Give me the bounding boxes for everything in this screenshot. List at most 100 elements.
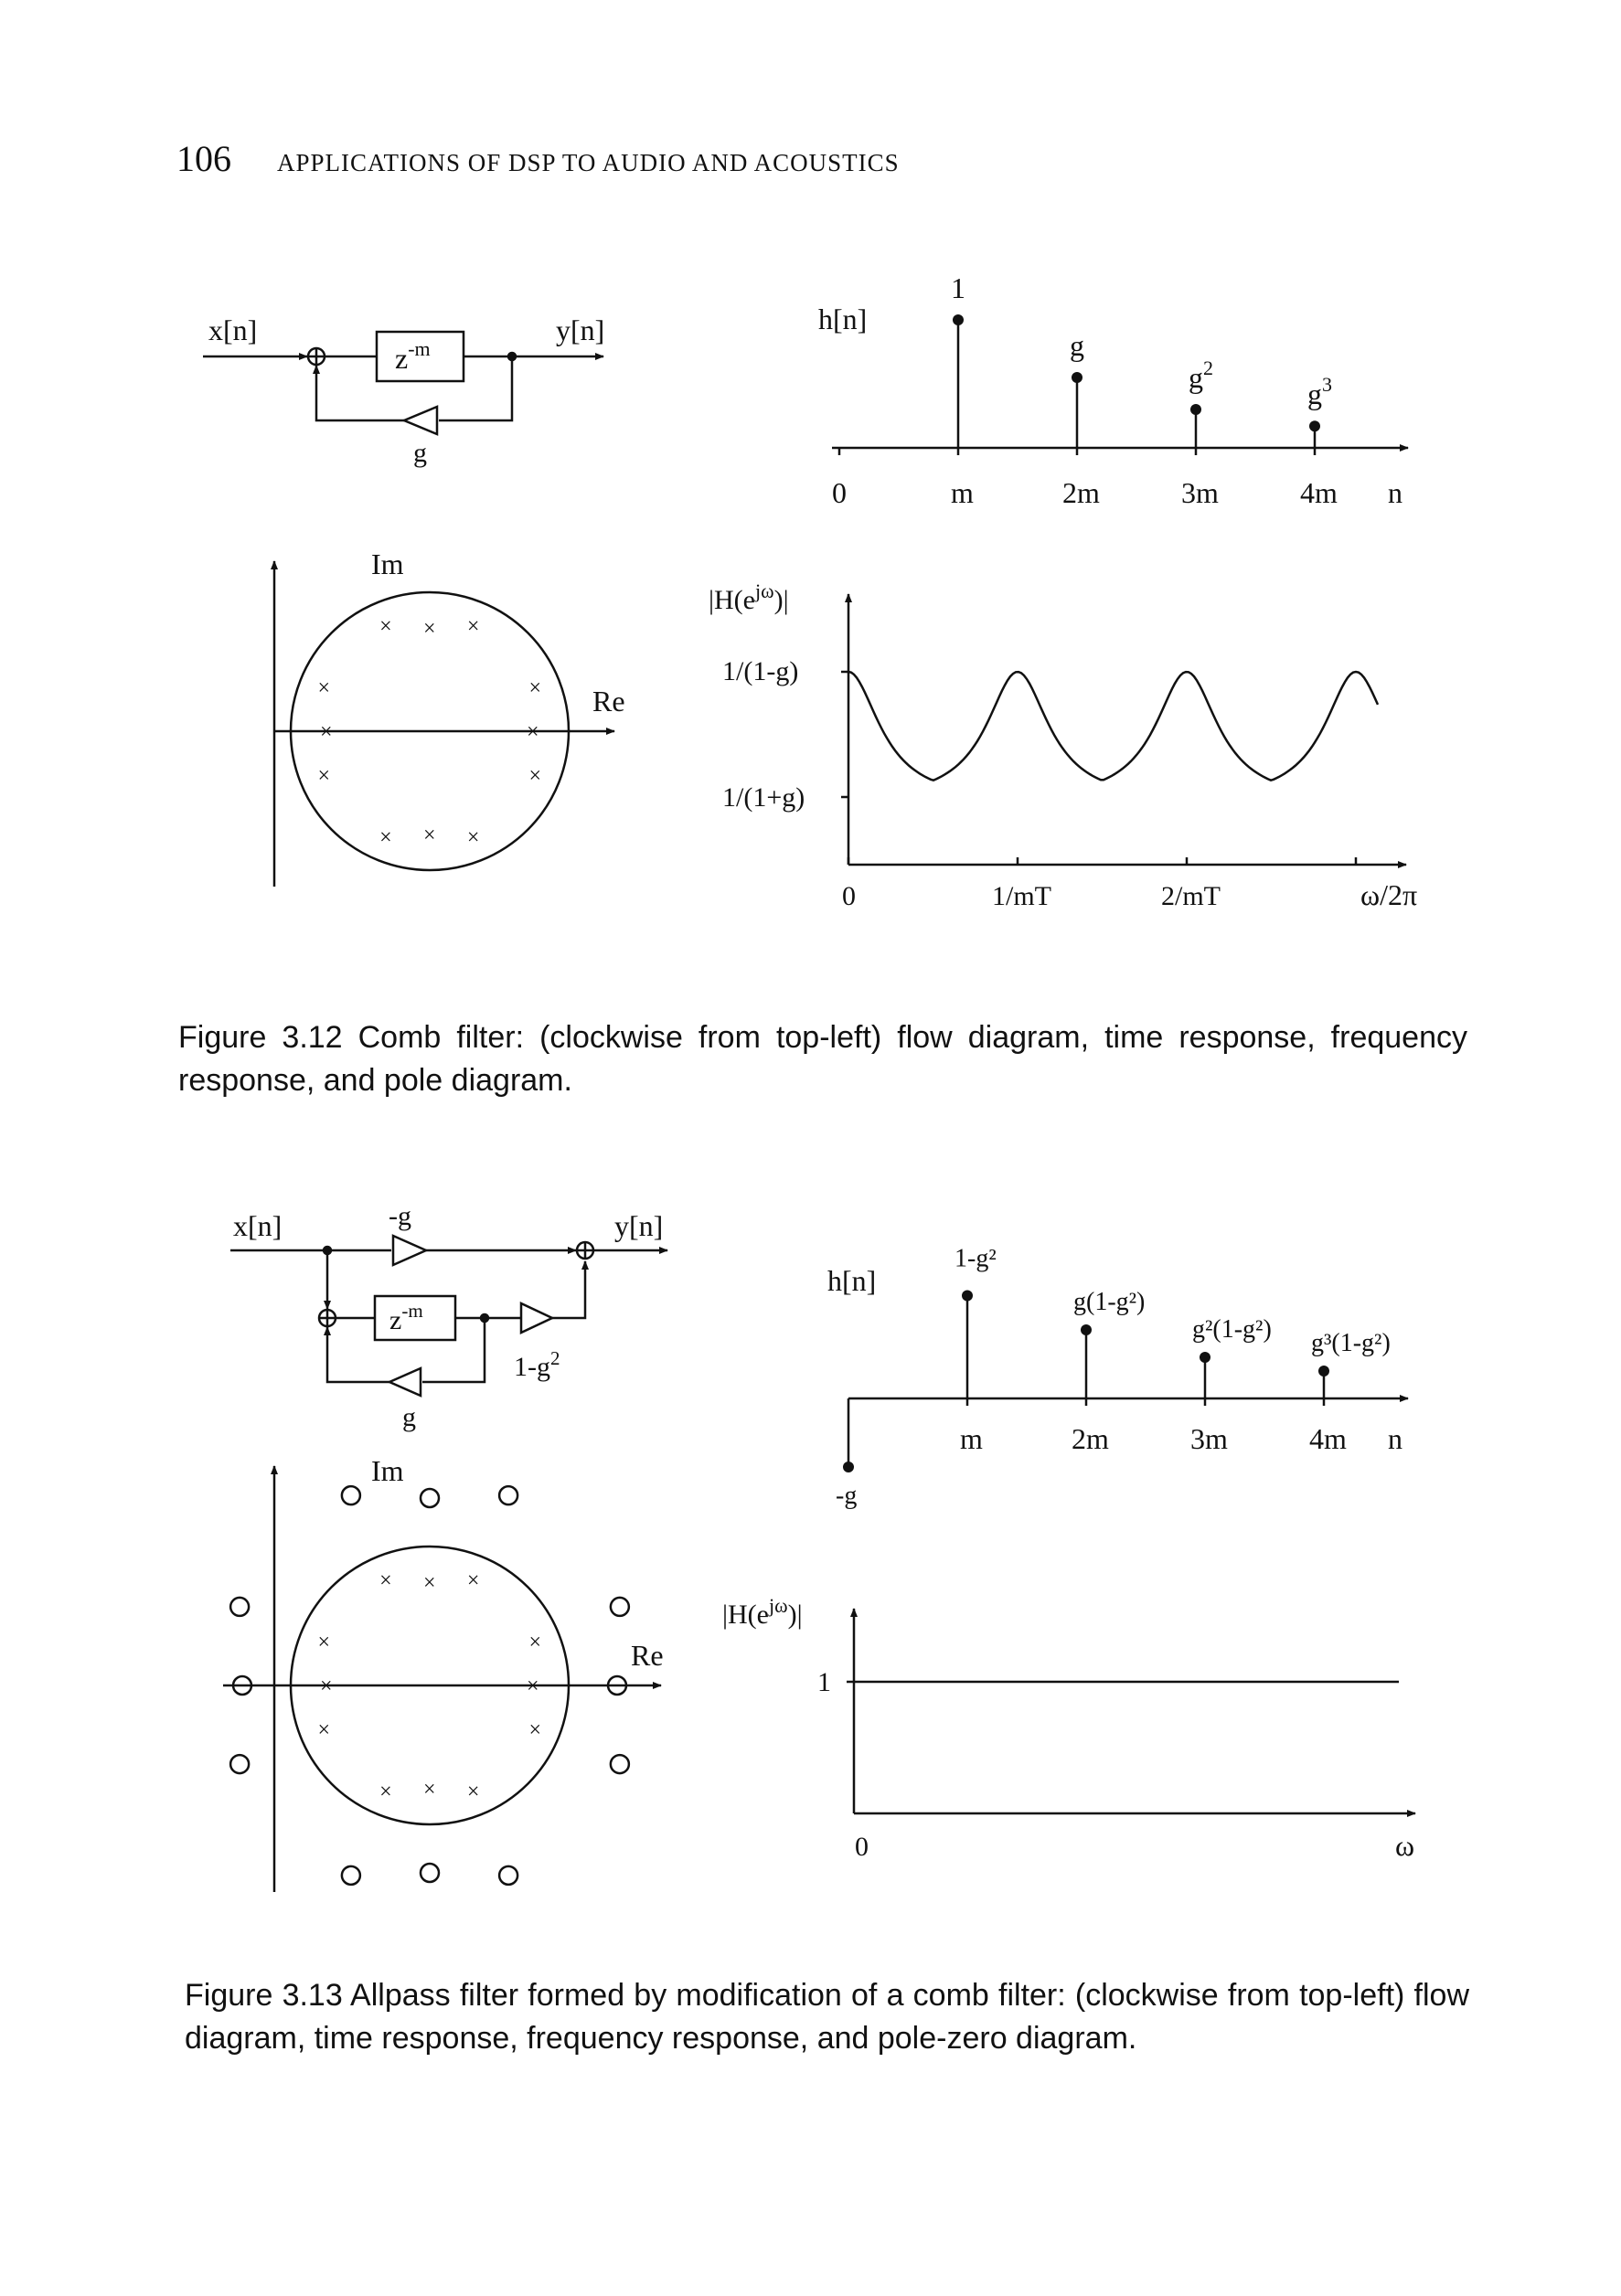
n-axis-label: n bbox=[1388, 476, 1402, 509]
pole-marker-4: × bbox=[318, 764, 331, 788]
ap-impulse-label-0: -g bbox=[836, 1482, 857, 1510]
pole-marker-3: × bbox=[318, 676, 331, 700]
ap-pole-2: × bbox=[379, 1569, 392, 1593]
ap-zero-5 bbox=[340, 1865, 362, 1887]
re-axis-label: Re bbox=[592, 685, 625, 718]
pole-marker-5: × bbox=[379, 825, 392, 849]
ap-gain2-triangle bbox=[519, 1302, 555, 1334]
ap-zero-axis-0 bbox=[606, 1674, 628, 1696]
comb-pole-diagram: Im Re ×××××××××××× bbox=[271, 547, 625, 887]
ap-zero-2 bbox=[340, 1484, 362, 1506]
ap-zero-7 bbox=[609, 1753, 631, 1775]
x-tick-3: 3m bbox=[1181, 476, 1219, 509]
flow-input-label: x[n] bbox=[208, 314, 257, 346]
ap-re-axis-label: Re bbox=[631, 1639, 664, 1672]
ap-zero-4 bbox=[229, 1753, 251, 1775]
ap-pole-axis-1: × bbox=[423, 1571, 436, 1595]
pole-marker-2: × bbox=[379, 615, 392, 639]
ytick-max: 1/(1-g) bbox=[722, 656, 798, 686]
freq-tick-2: 2/mT bbox=[1161, 881, 1221, 911]
ap-impulse-label-4: g³(1-g²) bbox=[1311, 1329, 1391, 1357]
ap-x-tick-1: 2m bbox=[1072, 1422, 1109, 1455]
gain-triangle bbox=[400, 405, 439, 436]
ap-pole-4: × bbox=[318, 1718, 331, 1742]
impulse-tip-2 bbox=[1190, 404, 1201, 415]
ap-zero-axis-1 bbox=[419, 1487, 441, 1509]
ap-pole-axis-0: × bbox=[527, 1674, 539, 1698]
impulse-label-3: g3 bbox=[1307, 373, 1332, 410]
ap-hn-axis-label: h[n] bbox=[827, 1264, 876, 1297]
comb-magnitude-curve bbox=[848, 670, 1380, 782]
comb-flow-diagram: x[n] y[n] z-m g bbox=[203, 314, 604, 468]
allpass-impulses: -g1-g²g(1-g²)g²(1-g²)g³(1-g²) bbox=[836, 1245, 1391, 1511]
ap-pole-7: × bbox=[528, 1718, 541, 1742]
ap-impulse-label-3: g²(1-g²) bbox=[1192, 1315, 1272, 1344]
x-tick-1: m bbox=[951, 476, 974, 509]
ap-ff-gain-label: -g bbox=[389, 1201, 411, 1231]
x-tick-0: 0 bbox=[832, 476, 847, 509]
delay-label: z-m bbox=[395, 337, 431, 375]
ap-x-tick-2: 3m bbox=[1190, 1422, 1228, 1455]
pole-axis-marker-0: × bbox=[527, 720, 539, 744]
page-number: 106 bbox=[176, 138, 231, 179]
ap-zero-6 bbox=[497, 1865, 519, 1887]
impulse-label-0: 1 bbox=[951, 271, 965, 304]
impulse-tip-0 bbox=[953, 314, 964, 325]
ap-pole-1: × bbox=[467, 1569, 480, 1593]
ap-pole-5: × bbox=[379, 1780, 392, 1803]
ap-pole-3: × bbox=[318, 1631, 331, 1654]
unit-circle bbox=[289, 590, 571, 872]
ap-pole-axis-3: × bbox=[423, 1778, 436, 1802]
ap-zero-0 bbox=[609, 1596, 631, 1618]
ap-zero-axis-2 bbox=[231, 1674, 253, 1696]
flow-output-label: y[n] bbox=[556, 314, 604, 346]
ap-input-label: x[n] bbox=[233, 1209, 282, 1242]
allpass-poles: ×××××××××××× bbox=[318, 1569, 542, 1804]
ap-impulse-label-1: 1-g² bbox=[954, 1245, 997, 1273]
ap-impulse-tip-4 bbox=[1318, 1366, 1329, 1377]
ap-x-tick-0: m bbox=[960, 1422, 983, 1455]
freq-tick-1: 1/mT bbox=[992, 881, 1051, 911]
ap-zero-1 bbox=[497, 1484, 519, 1506]
impulse-tip-3 bbox=[1309, 420, 1320, 432]
ap-fb-gain-label: g bbox=[402, 1402, 416, 1432]
pole-axis-marker-1: × bbox=[423, 617, 436, 641]
ap-im-axis-label: Im bbox=[371, 1454, 404, 1487]
ap-omega-axis-label: ω bbox=[1395, 1829, 1414, 1862]
ap-ff-triangle bbox=[391, 1234, 430, 1267]
figure-3-13-caption: Figure 3.13 Allpass filter formed by mod… bbox=[185, 1978, 1469, 2056]
ap-zero-axis-3 bbox=[419, 1862, 441, 1884]
ap-fb-triangle bbox=[386, 1366, 422, 1398]
allpass-frequency-response: |H(ejω)| 1 0 ω bbox=[722, 1594, 1416, 1862]
ap-delay-label: z-m bbox=[389, 1300, 423, 1335]
impulse-tip-1 bbox=[1072, 372, 1082, 383]
impulse-label-2: g2 bbox=[1189, 356, 1213, 394]
ap-ytick-1: 1 bbox=[817, 1667, 831, 1697]
ap-mag-axis-label: |H(ejω)| bbox=[722, 1594, 803, 1630]
ap-impulse-tip-0 bbox=[843, 1462, 854, 1472]
mag-axis-label: |H(ejω)| bbox=[709, 579, 789, 615]
im-axis-label: Im bbox=[371, 547, 404, 580]
running-title: APPLICATIONS OF DSP TO AUDIO AND ACOUSTI… bbox=[277, 149, 900, 176]
figure-3-12-caption: Figure 3.12 Comb filter: (clockwise from… bbox=[178, 1020, 1467, 1098]
pole-marker-0: × bbox=[528, 676, 541, 700]
pole-axis-marker-3: × bbox=[423, 824, 436, 847]
pole-marker-6: × bbox=[467, 825, 480, 849]
ap-pole-axis-2: × bbox=[320, 1674, 333, 1698]
x-tick-4: 4m bbox=[1300, 476, 1338, 509]
comb-poles: ×××××××××××× bbox=[318, 615, 542, 850]
ap-zero-3 bbox=[229, 1596, 251, 1618]
ap-n-axis-label: n bbox=[1388, 1422, 1402, 1455]
pole-marker-7: × bbox=[528, 764, 541, 788]
ap-xtick-0: 0 bbox=[855, 1832, 869, 1862]
pole-axis-marker-2: × bbox=[320, 720, 333, 744]
allpass-zeros bbox=[229, 1484, 631, 1887]
ap-impulse-tip-3 bbox=[1200, 1352, 1210, 1363]
ap-impulse-tip-2 bbox=[1081, 1324, 1092, 1335]
ytick-min: 1/(1+g) bbox=[722, 782, 805, 813]
allpass-flow-diagram: x[n] y[n] -g z-m 1-g2 g bbox=[230, 1201, 668, 1432]
